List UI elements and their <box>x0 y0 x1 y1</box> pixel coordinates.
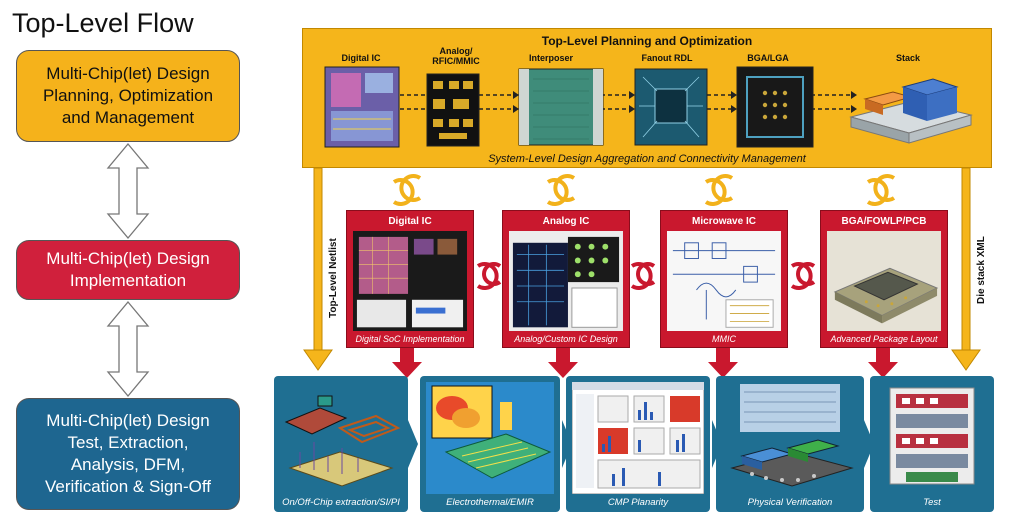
impl-title: Analog IC <box>542 216 590 227</box>
microwave-ic-schematic <box>667 231 781 332</box>
impl-card-analog-ic: Analog IC Analog/Custom IC Design <box>502 210 630 348</box>
signoff-card-test: Test <box>870 376 994 512</box>
flow-box-implementation: Multi-Chip(let) Design Implementation <box>16 240 240 300</box>
item-label-bga-lga: BGA/LGA <box>747 53 789 63</box>
digital-ic-screenshot <box>353 231 467 332</box>
signoff-card-cmp: CMP Planarity <box>566 376 710 512</box>
signoff-card-electrothermal: Electrothermal/EMIR <box>420 376 560 512</box>
impl-card-bga-pcb: BGA/FOWLP/PCB Advanced Package Layout <box>820 210 948 348</box>
cycle-icons-side <box>476 262 816 290</box>
impl-title: Digital IC <box>388 216 432 227</box>
cycle-icons-top <box>392 174 896 206</box>
signoff-caption: Physical Verification <box>747 497 833 508</box>
die-stack-xml-label: Die stack XML <box>976 236 987 304</box>
signoff-caption: Electrothermal/EMIR <box>446 497 534 508</box>
signoff-caption: CMP Planarity <box>607 497 669 508</box>
signoff-caption: On/Off-Chip extraction/SI/PI <box>282 497 400 508</box>
flow-arrows <box>106 142 150 398</box>
fanout-rdl-chip <box>634 68 708 146</box>
impl-title: Microwave IC <box>692 216 756 227</box>
double-arrow-2 <box>106 300 150 398</box>
top-panel-subtitle: System-Level Design Aggregation and Conn… <box>488 153 806 165</box>
flow-box-signoff: Multi-Chip(let) Design Test, Extraction,… <box>16 398 240 510</box>
impl-card-microwave-ic: Microwave IC MMIC <box>660 210 788 348</box>
item-label-digital-ic: Digital IC <box>341 53 381 63</box>
impl-card-digital-ic: Digital IC Digital SoC Implementation <box>346 210 474 348</box>
item-label-stack: Stack <box>895 53 921 63</box>
red-down-arrows <box>392 348 898 378</box>
electrothermal-map <box>426 382 554 494</box>
impl-caption: Advanced Package Layout <box>830 334 938 344</box>
item-label-analog-rfic: Analog/ RFIC/MMIC <box>432 46 480 66</box>
physical-verification-view <box>722 382 858 494</box>
page-title: Top-Level Flow <box>12 8 194 38</box>
top-level-netlist-label: Top-Level Netlist <box>328 238 339 318</box>
impl-caption: Analog/Custom IC Design <box>514 334 618 344</box>
signoff-card-extraction: On/Off-Chip extraction/SI/PI <box>274 376 408 512</box>
digital-ic-chip <box>324 66 400 148</box>
bga-lga-chip <box>736 66 814 148</box>
signoff-card-physical-verification: Physical Verification <box>716 376 864 512</box>
interposer-chip <box>518 68 604 146</box>
die-stack-arrow <box>951 167 981 371</box>
flow-box-planning: Multi-Chip(let) Design Planning, Optimiz… <box>16 50 240 142</box>
cmp-planarity-window <box>572 382 704 494</box>
top-panel-title: Top-Level Planning and Optimization <box>541 34 753 48</box>
analog-rfic-chip <box>426 73 480 147</box>
impl-title: BGA/FOWLP/PCB <box>841 216 927 227</box>
impl-caption: MMIC <box>712 334 736 344</box>
analog-ic-screenshot <box>509 231 623 332</box>
top-panel-graphics <box>324 66 973 148</box>
netlist-arrow <box>303 167 333 371</box>
signoff-caption: Test <box>923 497 941 508</box>
extraction-3d-plot <box>280 382 402 494</box>
stack-3d <box>849 78 973 144</box>
item-label-interposer: Interposer <box>528 53 573 63</box>
package-layout-3d <box>827 231 941 332</box>
top-planning-panel: Top-Level Planning and Optimization Digi… <box>302 28 992 168</box>
double-arrow-1 <box>106 142 150 240</box>
item-label-fanout-rdl: Fanout RDL <box>641 53 693 63</box>
test-board-view <box>876 382 988 494</box>
impl-caption: Digital SoC Implementation <box>355 334 465 344</box>
